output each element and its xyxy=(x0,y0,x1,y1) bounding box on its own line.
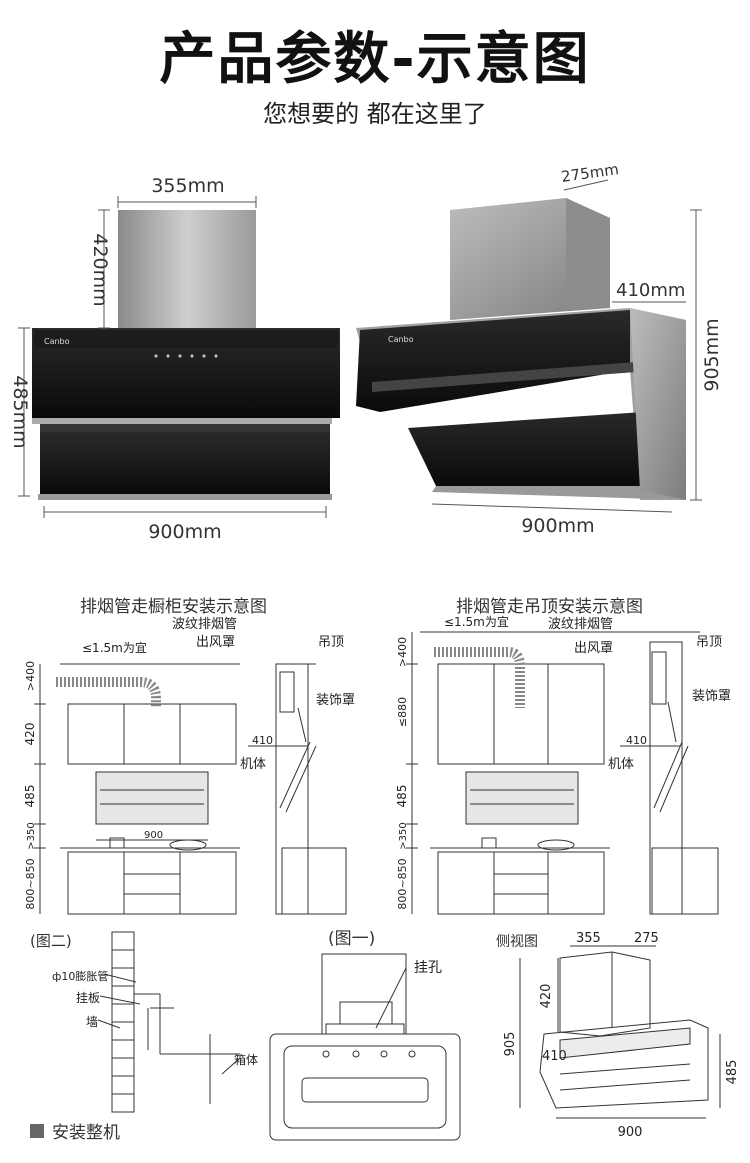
sidediag-lines xyxy=(519,945,721,1119)
side-hood-image: Canbo xyxy=(356,198,686,500)
cab-dim-850: 800~850 xyxy=(24,858,37,909)
sidediag-dim-485: 485 xyxy=(725,1060,740,1085)
ceil-label-ceiling: 吊顶 xyxy=(696,635,722,650)
caption-ceiling: 排烟管走吊顶安装示意图 xyxy=(456,597,643,617)
side-dim-905: 905mm xyxy=(701,318,723,391)
side-dim-900: 900mm xyxy=(521,515,594,537)
cab-dim-top: >400 xyxy=(24,661,37,691)
sidediag-caption: 侧视图 xyxy=(496,934,538,950)
ceil-dim-485: 485 xyxy=(395,785,409,808)
side-brand-logo: Canbo xyxy=(388,335,414,344)
fig2-lines xyxy=(97,931,241,1113)
ceil-label-body: 机体 xyxy=(608,757,634,772)
front-dim-485: 485mm xyxy=(9,375,31,448)
front-dim-900: 900mm xyxy=(148,521,221,543)
sidediag-dim-905: 905 xyxy=(503,1032,518,1057)
ceil-dim-850: 800~850 xyxy=(396,858,409,909)
fig2-label-wall: 墙 xyxy=(86,1015,98,1029)
fig2-label-plate: 挂板 xyxy=(76,991,100,1005)
install-diagrams: ≤1.5m为宜 波纹排烟管 出风罩 吊顶 装饰罩 机体 410 >400 420… xyxy=(23,614,731,915)
cab-label-body: 机体 xyxy=(240,757,266,772)
fig1-label-hole: 挂孔 xyxy=(414,960,442,976)
ceil-pipe-note: ≤1.5m为宜 xyxy=(444,614,509,629)
footer-square-icon xyxy=(30,1124,44,1138)
front-hood-image: Canbo xyxy=(32,210,340,500)
footer-label: 安装整机 xyxy=(52,1123,120,1143)
caption-cabinet: 排烟管走橱柜安装示意图 xyxy=(80,597,267,617)
front-dim-420: 420mm xyxy=(89,233,111,306)
ceil-dim-350: >350 xyxy=(398,822,409,849)
ceiling-diagram-lines xyxy=(406,631,719,915)
fig1-lines xyxy=(269,953,461,1141)
fig2-caption: (图二) xyxy=(30,932,72,950)
cab-dim-410: 410 xyxy=(252,734,273,747)
ceil-dim-410: 410 xyxy=(626,734,647,747)
sidediag-dim-420: 420 xyxy=(539,984,554,1009)
fig2-label-bolt: ф10膨胀管 xyxy=(52,969,108,983)
cab-label-outlet: 出风罩 xyxy=(196,635,235,650)
cabinet-duct xyxy=(56,677,161,708)
cab-label-ceiling: 吊顶 xyxy=(318,635,344,650)
fig1-caption: (图一) xyxy=(328,929,375,949)
cab-dim-485: 485 xyxy=(23,785,37,808)
ceil-dim-top: >400 xyxy=(396,637,409,667)
sidediag-dim-355: 355 xyxy=(576,931,601,946)
front-dim-355: 355mm xyxy=(151,175,224,197)
page-subtitle: 您想要的 都在这里了 xyxy=(263,100,487,128)
cabinet-diagram-lines xyxy=(34,663,347,915)
side-dim-275: 275mm xyxy=(560,160,620,186)
sidediag-dim-275: 275 xyxy=(634,931,659,946)
ceil-label-outlet: 出风罩 xyxy=(574,641,613,656)
cab-dim-900: 900 xyxy=(144,830,163,841)
fig2-label-box: 箱体 xyxy=(234,1052,258,1067)
cab-dim-350: >350 xyxy=(26,822,37,849)
ceiling-duct xyxy=(434,647,525,708)
ceil-label-duct: 波纹排烟管 xyxy=(548,617,613,632)
sidediag-dim-410: 410 xyxy=(542,1049,567,1064)
page-title: 产品参数-示意图 xyxy=(159,27,591,92)
front-brand-logo: Canbo xyxy=(44,337,70,346)
cab-label-cover: 装饰罩 xyxy=(316,693,355,708)
ceil-dim-880: ≤880 xyxy=(396,697,409,727)
bottom-diagrams: (图二) ф10膨胀管 挂板 墙 箱体 (图一) 挂孔 侧视图 xyxy=(30,929,740,1143)
cab-label-duct: 波纹排烟管 xyxy=(172,617,237,632)
cab-dim-420: 420 xyxy=(23,723,37,746)
cab-pipe-note: ≤1.5m为宜 xyxy=(82,640,147,655)
product-photos: Canbo 355mm 420mm 485mm 900mm Canbo xyxy=(9,160,723,543)
ceil-label-cover: 装饰罩 xyxy=(692,689,731,704)
side-dim-410: 410mm xyxy=(616,280,685,301)
sidediag-dim-900: 900 xyxy=(618,1125,643,1140)
